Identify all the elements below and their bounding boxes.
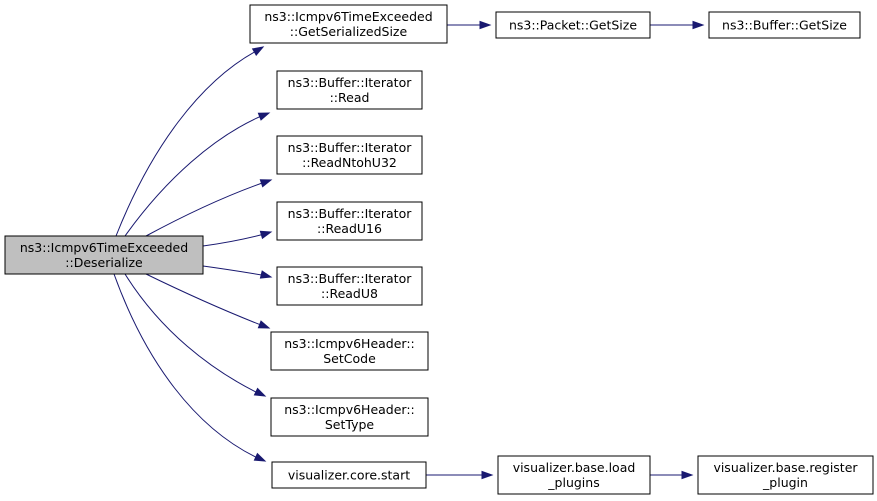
edge-line (202, 265, 269, 277)
arrowhead-icon (253, 387, 267, 397)
arrowhead-icon (257, 320, 271, 329)
node-label: ::ReadNtohU32 (302, 155, 397, 170)
node-box (708, 11, 861, 39)
arrowhead-icon (259, 270, 273, 279)
node-label: ::GetSerializedSize (290, 24, 408, 39)
edge-line (124, 273, 263, 396)
node-label: ns3::Icmpv6Header:: (284, 402, 415, 417)
node-register-plugin[interactable]: visualizer.base.register_plugin (697, 455, 874, 495)
node-label: ns3::Buffer::Iterator (288, 271, 413, 286)
arrowhead-icon (479, 20, 492, 30)
node-label: ns3::Packet::GetSize (509, 18, 637, 33)
edge-line (113, 273, 263, 461)
edge-deserialize-to-iterator_read_u16 (202, 230, 273, 247)
node-label: ns3::Buffer::Iterator (288, 75, 413, 90)
edge-line (115, 48, 261, 237)
edge-deserialize-to-core_start (113, 273, 267, 462)
edge-line (145, 180, 269, 237)
edges-layer (113, 20, 705, 480)
arrowhead-icon (251, 46, 265, 56)
edge-deserialize-to-iterator_read (124, 112, 271, 237)
node-core-start[interactable]: visualizer.core.start (271, 461, 427, 489)
node-label: ns3::Icmpv6Header:: (284, 336, 415, 351)
edge-get_serialized_size-to-packet_get_size (447, 20, 492, 30)
edge-line (145, 273, 267, 328)
node-iterator-read-u16[interactable]: ns3::Buffer::Iterator::ReadU16 (276, 201, 423, 241)
edge-line (202, 232, 269, 247)
node-iterator-read[interactable]: ns3::Buffer::Iterator::Read (276, 70, 423, 110)
arrowhead-icon (259, 230, 273, 240)
node-label: visualizer.base.load (513, 460, 636, 475)
node-get-serialized-size[interactable]: ns3::Icmpv6TimeExceeded::GetSerializedSi… (249, 4, 448, 44)
node-label: _plugin (762, 475, 808, 490)
node-box (276, 266, 423, 306)
node-label: ns3::Buffer::GetSize (722, 18, 847, 33)
edge-packet_get_size-to-buffer_get_size (650, 20, 705, 30)
arrowhead-icon (259, 179, 273, 188)
node-box (697, 455, 874, 495)
node-box (497, 455, 651, 495)
node-label: ::Read (330, 90, 370, 105)
node-label: ::ReadU8 (321, 286, 378, 301)
edge-deserialize-to-iterator_read_u8 (202, 265, 273, 279)
edge-line (124, 113, 267, 237)
arrowhead-icon (481, 470, 494, 480)
nodes-layer: ns3::Icmpv6TimeExceeded::Deserializens3:… (4, 4, 874, 495)
node-label: ::ReadU16 (317, 221, 382, 236)
node-buffer-get-size[interactable]: ns3::Buffer::GetSize (708, 11, 861, 39)
edge-deserialize-to-get_serialized_size (115, 46, 265, 237)
node-label: ::Deserialize (65, 255, 143, 270)
node-label: SetType (325, 417, 375, 432)
node-packet-get-size[interactable]: ns3::Packet::GetSize (495, 11, 651, 39)
node-box (249, 4, 448, 44)
node-box (270, 331, 429, 371)
node-box (270, 397, 429, 437)
arrowhead-icon (681, 470, 694, 480)
node-box (271, 461, 427, 489)
node-iterator-read-u8[interactable]: ns3::Buffer::Iterator::ReadU8 (276, 266, 423, 306)
node-box (495, 11, 651, 39)
node-label: visualizer.base.register (713, 460, 858, 475)
node-iterator-read-ntohu32[interactable]: ns3::Buffer::Iterator::ReadNtohU32 (276, 135, 423, 175)
node-label: ns3::Buffer::Iterator (288, 206, 413, 221)
node-load-plugins[interactable]: visualizer.base.load_plugins (497, 455, 651, 495)
node-label: SetCode (323, 351, 376, 366)
node-label: ns3::Buffer::Iterator (288, 140, 413, 155)
edge-deserialize-to-iterator_read_ntohu32 (145, 179, 273, 237)
node-box (276, 135, 423, 175)
node-set-code[interactable]: ns3::Icmpv6Header::SetCode (270, 331, 429, 371)
arrowhead-icon (692, 20, 705, 30)
node-deserialize[interactable]: ns3::Icmpv6TimeExceeded::Deserialize (4, 235, 204, 275)
edge-deserialize-to-set_code (145, 273, 271, 329)
node-label: ns3::Icmpv6TimeExceeded (20, 240, 188, 255)
arrowhead-icon (257, 112, 271, 121)
node-set-type[interactable]: ns3::Icmpv6Header::SetType (270, 397, 429, 437)
node-box (4, 235, 204, 275)
node-label: _plugins (547, 475, 599, 490)
node-label: ns3::Icmpv6TimeExceeded (264, 9, 432, 24)
node-box (276, 70, 423, 110)
edge-deserialize-to-set_type (124, 273, 267, 397)
node-label: visualizer.core.start (288, 468, 410, 483)
edge-core_start-to-load_plugins (426, 470, 494, 480)
edge-load_plugins-to-register_plugin (650, 470, 694, 480)
node-box (276, 201, 423, 241)
arrowhead-icon (253, 452, 267, 462)
